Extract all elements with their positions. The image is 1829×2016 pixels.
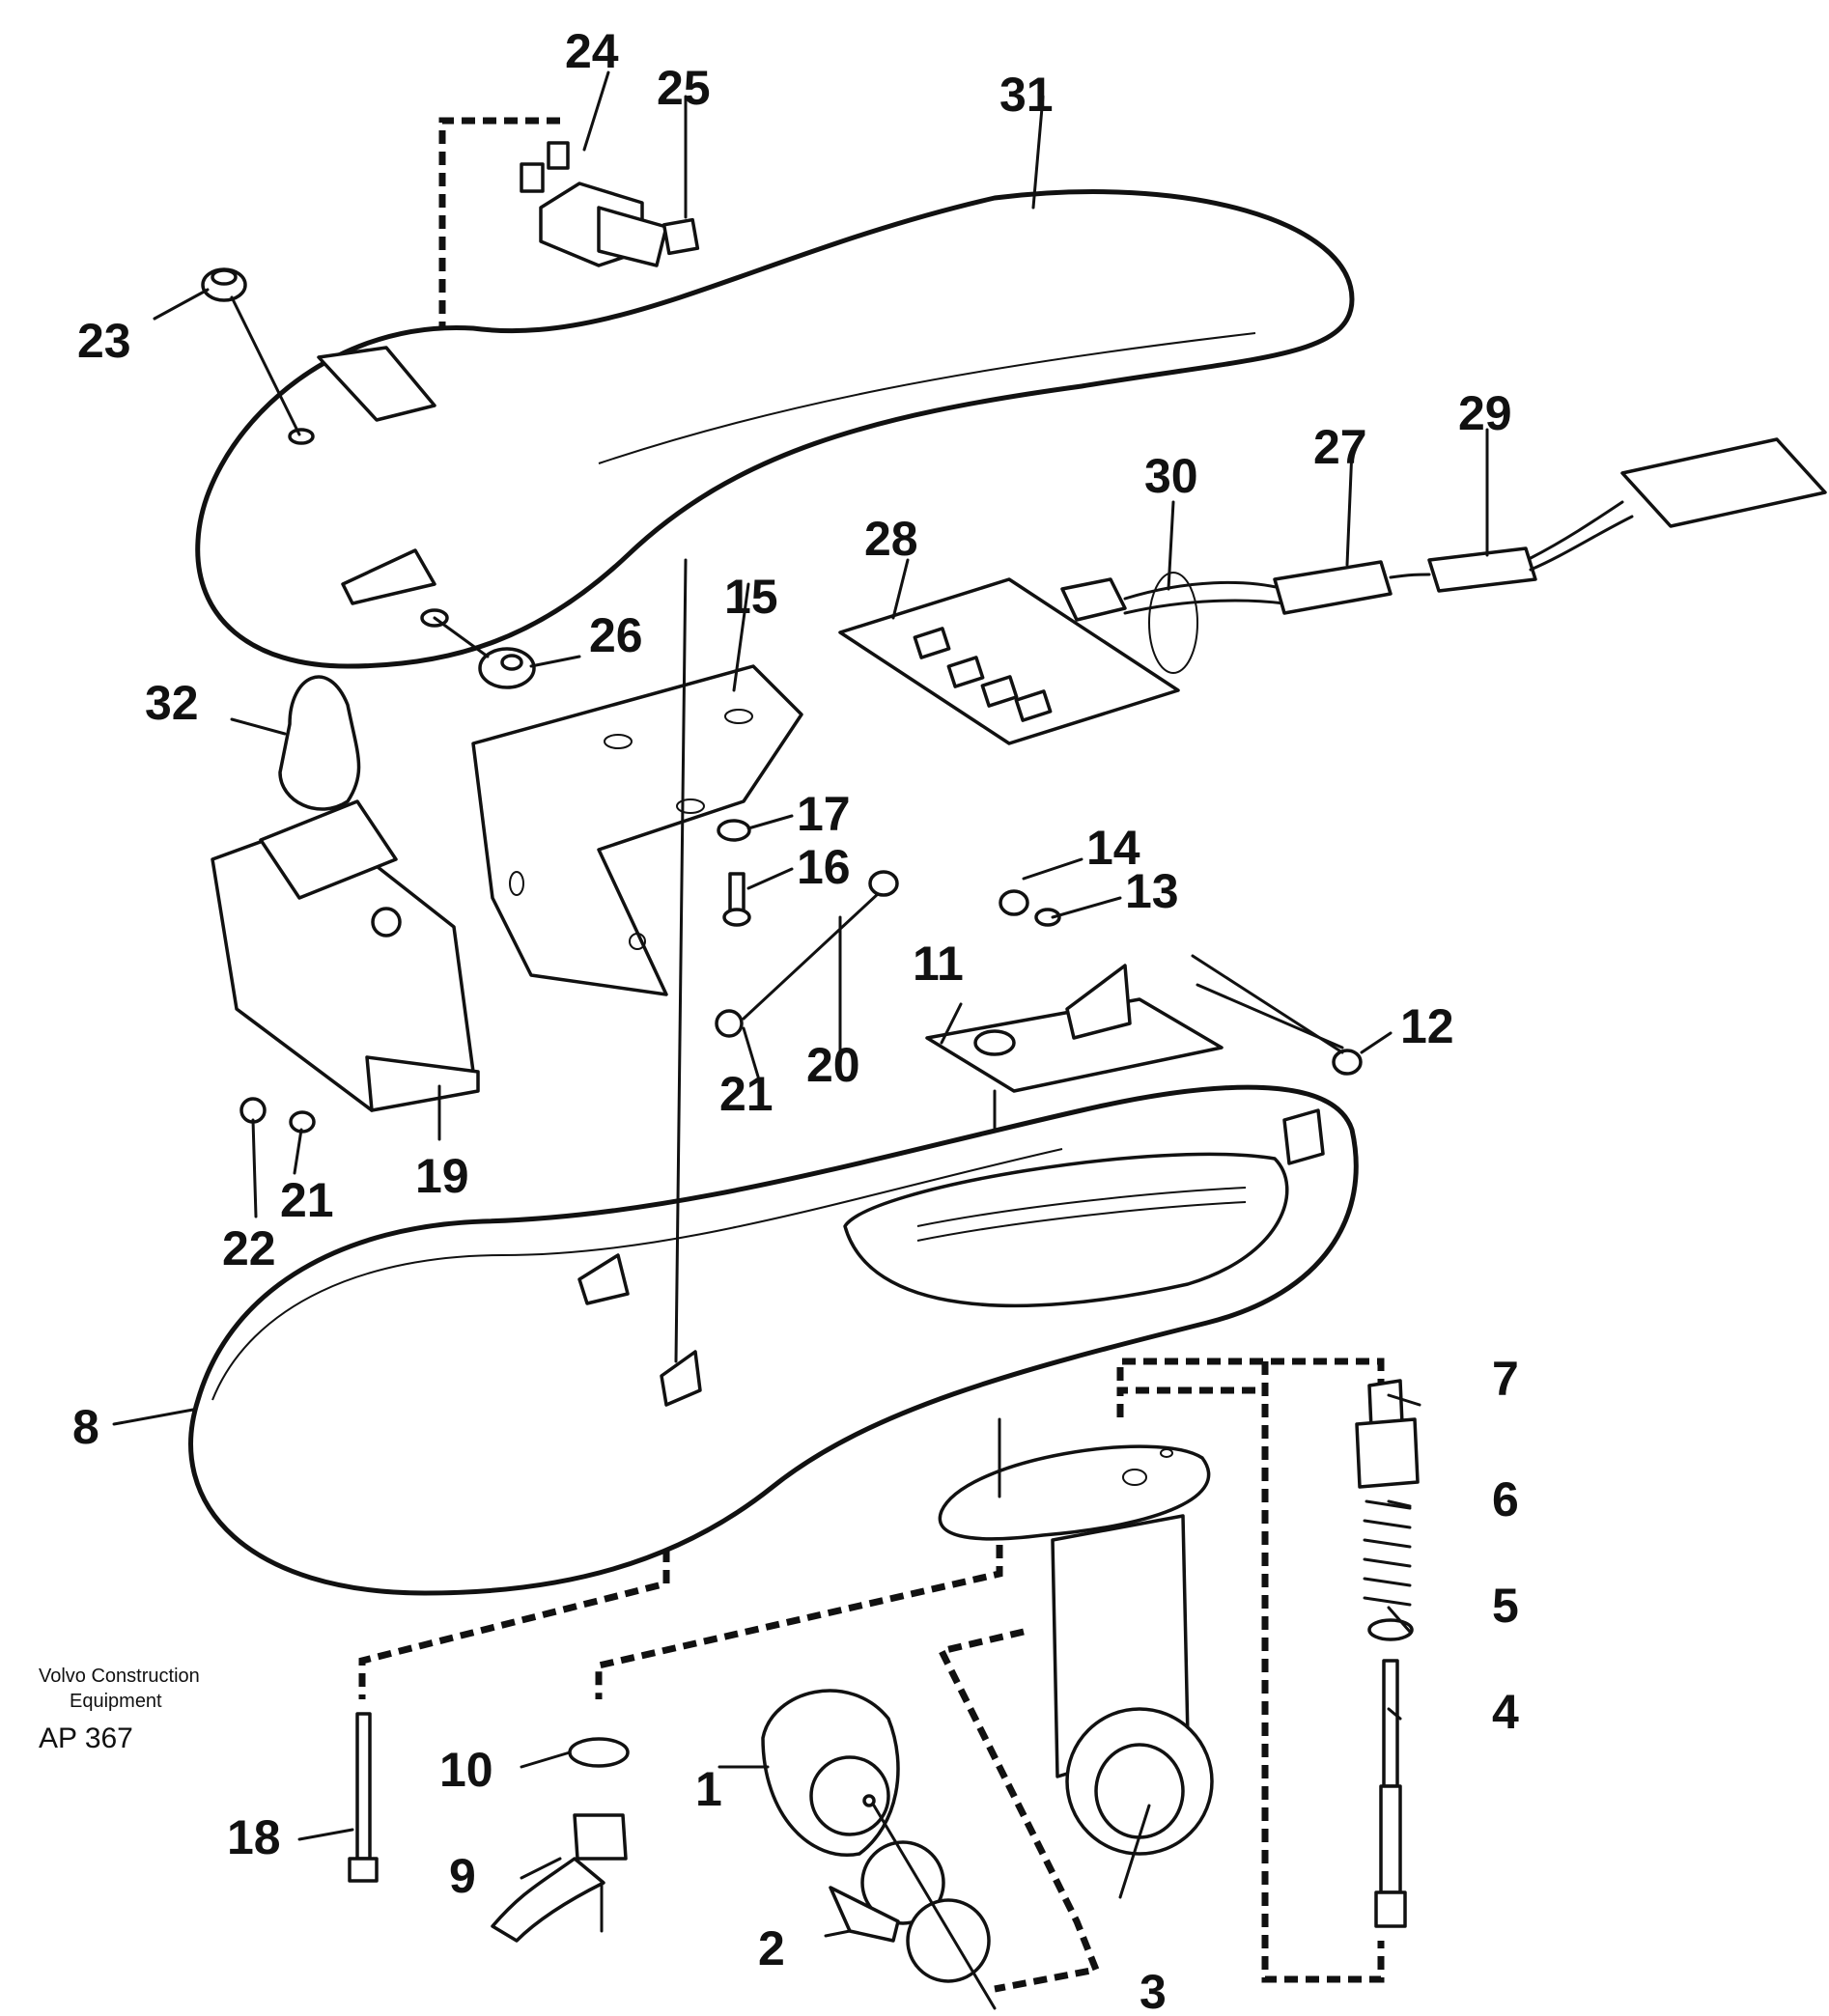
callout-28: 28 xyxy=(864,512,918,566)
credit-block: Volvo Construction Equipment AP 367 xyxy=(39,1666,200,1754)
callout-14: 14 xyxy=(1086,821,1140,875)
callout-21-center: 21 xyxy=(719,1067,774,1121)
callout-13: 13 xyxy=(1125,864,1179,918)
callout-10: 10 xyxy=(439,1743,493,1797)
callout-7: 7 xyxy=(1492,1352,1519,1406)
callout-5: 5 xyxy=(1492,1579,1519,1633)
switch-lens xyxy=(661,217,700,256)
armrest-top-cover xyxy=(195,189,1355,669)
callout-12: 12 xyxy=(1400,999,1454,1053)
callout-2: 2 xyxy=(758,1921,785,1975)
callout-3: 3 xyxy=(1140,1965,1167,2016)
callout-6: 6 xyxy=(1492,1472,1519,1526)
screw-12 xyxy=(1191,954,1344,1054)
callout-30: 30 xyxy=(1144,449,1198,503)
armrest-base-housing xyxy=(188,1084,1359,1596)
mounting-bracket xyxy=(471,664,803,996)
callout-27: 27 xyxy=(1313,420,1367,474)
rubber-plug-lower xyxy=(433,616,536,689)
pedestal-mount xyxy=(938,1444,1214,1856)
rubber-plug-top xyxy=(201,267,301,436)
locking-lever xyxy=(491,1737,630,1943)
callout-4: 4 xyxy=(1492,1685,1519,1739)
seal-rings xyxy=(829,1804,997,2010)
credit-company: Volvo Construction xyxy=(39,1666,200,1687)
callout-9: 9 xyxy=(449,1849,476,1903)
fasteners xyxy=(239,819,1363,1134)
leader-lines xyxy=(112,70,1489,1938)
sensor-plate xyxy=(925,964,1224,1238)
circuit-board xyxy=(838,577,1180,745)
callout-21-left: 21 xyxy=(280,1173,334,1227)
credit-company-line2: Equipment xyxy=(70,1691,162,1712)
callout-labels: 24 25 31 23 29 27 30 28 26 15 32 17 16 1… xyxy=(72,24,1519,2016)
joystick-control xyxy=(211,675,480,1112)
callout-20: 20 xyxy=(806,1038,860,1092)
callout-1: 1 xyxy=(695,1762,722,1816)
wiring-harness xyxy=(1060,437,1827,674)
callout-8: 8 xyxy=(72,1400,99,1454)
callout-32: 32 xyxy=(145,676,199,730)
callout-16: 16 xyxy=(797,840,851,894)
callout-15: 15 xyxy=(724,570,778,624)
callout-25: 25 xyxy=(657,61,711,115)
callout-24: 24 xyxy=(565,24,619,78)
rubber-boot xyxy=(761,1689,900,1857)
drawing-code: AP 367 xyxy=(39,1722,133,1754)
callout-11: 11 xyxy=(913,937,964,991)
callout-23: 23 xyxy=(77,314,131,368)
callout-29: 29 xyxy=(1458,386,1512,440)
long-bolt xyxy=(348,1712,379,1883)
callout-19: 19 xyxy=(415,1149,469,1203)
callout-22: 22 xyxy=(222,1221,276,1275)
callout-18: 18 xyxy=(227,1810,281,1864)
rocker-switch xyxy=(520,141,668,267)
spring-assembly xyxy=(1355,1379,1420,1928)
callout-26: 26 xyxy=(589,608,643,662)
callout-17: 17 xyxy=(797,787,851,841)
callout-31: 31 xyxy=(999,68,1054,122)
